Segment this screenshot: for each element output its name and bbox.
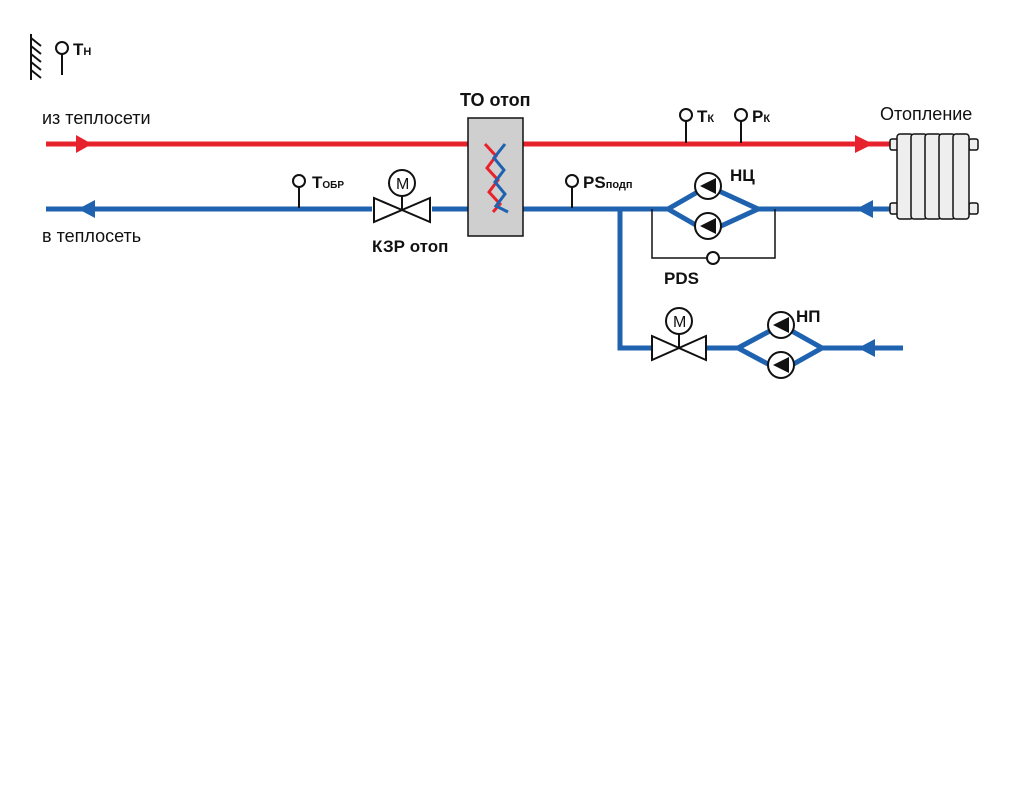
- t-k-subscript: К: [707, 113, 714, 125]
- t-return-label: T: [312, 173, 323, 192]
- svg-text:PК: PК: [752, 107, 770, 126]
- flow-arrow-icon: [856, 200, 873, 218]
- p-k-label: P: [752, 107, 763, 126]
- valve-motor-letter: M: [396, 176, 409, 193]
- heat-exchanger-label: ТО отоп: [460, 90, 531, 110]
- sensor-icon: [706, 251, 720, 265]
- supply-pressure-sensor: PК: [734, 107, 770, 143]
- supply-temperature-sensor: TК: [679, 107, 714, 143]
- flow-arrow-icon: [858, 339, 875, 357]
- outdoor-temp-label: T: [73, 40, 84, 59]
- to-network-label: в теплосеть: [42, 226, 141, 246]
- radiator-icon: [889, 133, 979, 220]
- motor-valve-icon: [651, 307, 707, 362]
- sensor-icon: [679, 108, 693, 143]
- outdoor-temp-subscript: Н: [83, 46, 91, 58]
- t-return-subscript: ОБР: [322, 180, 344, 191]
- outdoor-temperature-sensor: TН: [30, 34, 91, 80]
- t-k-label: T: [697, 107, 708, 126]
- heating-label: Отопление: [880, 104, 972, 124]
- pump-icon: [694, 212, 722, 240]
- valve-heating-label: КЗР отоп: [372, 237, 448, 256]
- svg-text:PSподп: PSподп: [583, 173, 633, 192]
- makeup-control-valve: M: [651, 307, 707, 362]
- makeup-valve-motor-letter: M: [673, 314, 686, 331]
- makeup-pumps: НП: [732, 307, 828, 379]
- heating-circuit-pipe: [506, 200, 903, 357]
- sensor-icon: [565, 174, 579, 208]
- pump-icon: [767, 311, 795, 339]
- makeup-pressure-switch: PSподп: [565, 173, 633, 208]
- flow-arrow-icon: [855, 135, 873, 153]
- svg-text:TОБР: TОБР: [312, 173, 344, 192]
- differential-pressure-switch: PDS: [651, 209, 776, 288]
- flow-arrow-icon: [78, 200, 95, 218]
- svg-text:TК: TК: [697, 107, 714, 126]
- return-temperature-sensor: TОБР: [292, 173, 344, 208]
- ps-subscript: подп: [606, 179, 633, 191]
- circ-pumps-label: НЦ: [730, 166, 755, 185]
- pump-icon: [767, 351, 795, 379]
- sensor-icon: [734, 108, 748, 143]
- ps-label: PS: [583, 173, 606, 192]
- heating-control-valve: M КЗР отоп: [372, 169, 448, 256]
- radiator: Отопление: [880, 104, 979, 220]
- flow-arrow-icon: [76, 135, 92, 153]
- sensor-icon: [292, 174, 306, 208]
- wall-hatch-icon: [30, 34, 42, 80]
- pump-icon: [694, 172, 722, 200]
- svg-text:TН: TН: [73, 40, 91, 59]
- heat-exchanger: ТО отоп: [460, 90, 531, 237]
- from-network-label: из теплосети: [42, 108, 151, 128]
- pds-label: PDS: [664, 269, 699, 288]
- supply-pipe: [46, 135, 895, 153]
- p-k-subscript: К: [763, 113, 770, 125]
- makeup-pumps-label: НП: [796, 307, 821, 326]
- motor-valve-icon: [373, 169, 431, 224]
- sensor-icon: [55, 41, 69, 75]
- circulation-pumps: НЦ: [662, 166, 764, 240]
